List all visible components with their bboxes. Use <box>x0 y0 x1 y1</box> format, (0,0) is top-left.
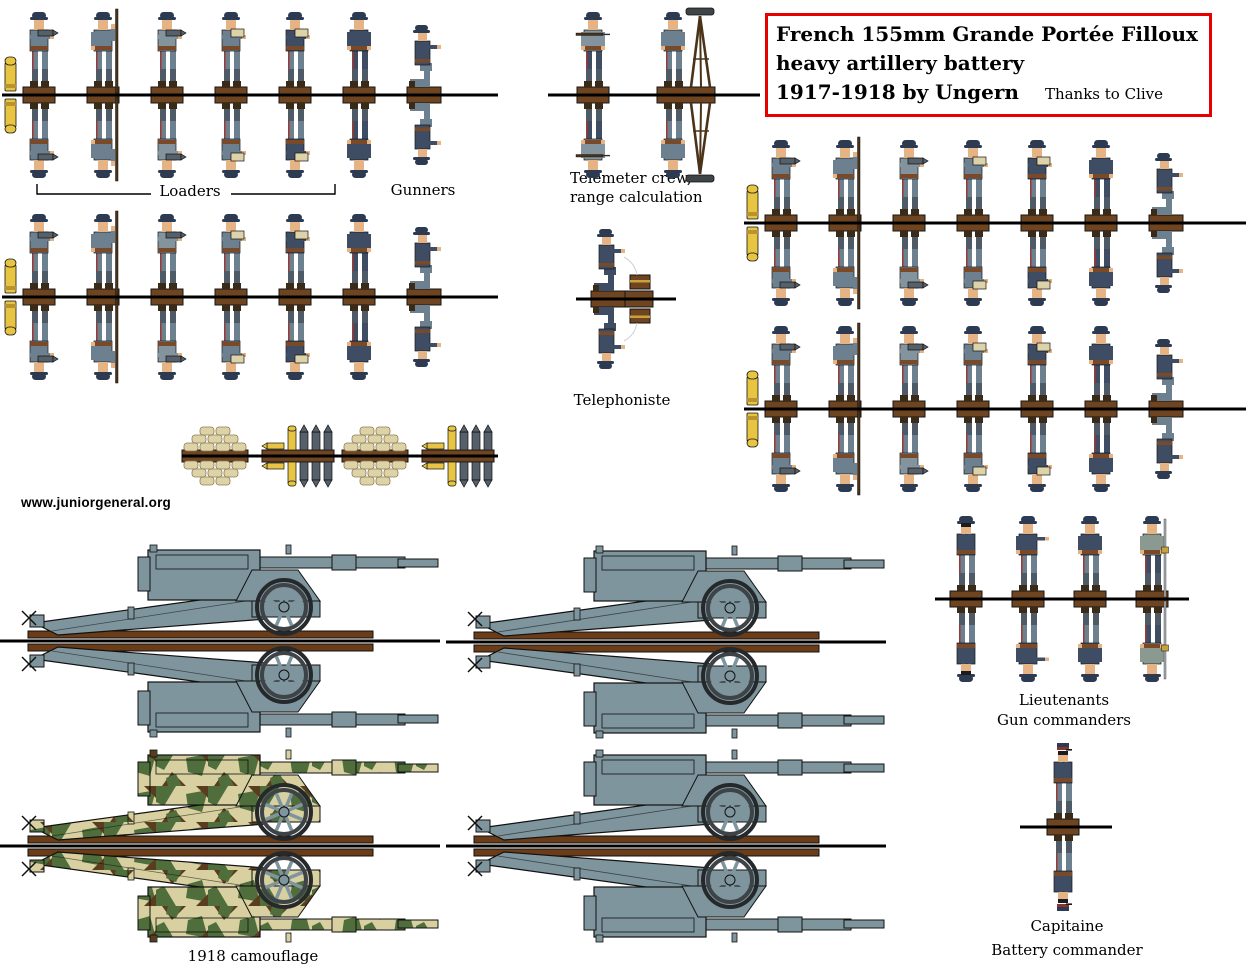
ammo-shells <box>261 424 335 457</box>
gun-bottom-right <box>446 749 886 944</box>
ammo-powder-charges <box>341 426 409 457</box>
title-credit: Thanks to Clive <box>1044 85 1164 103</box>
crew-row-right-1 <box>744 136 1246 310</box>
title-box: French 155mm Grande Portée Filloux heavy… <box>765 13 1212 117</box>
figure-rammer-pole <box>86 8 120 96</box>
figure-rammer-pole <box>86 210 120 298</box>
figure-shell-bearer <box>764 326 801 410</box>
ammunition-row <box>181 424 498 488</box>
telephoniste-label: Telephoniste <box>573 391 671 409</box>
figure-shell-bearer <box>892 140 929 224</box>
gunners-label: Gunners <box>390 181 456 199</box>
figure-gunner-kneeling <box>1148 339 1184 410</box>
figure-shell-bearer <box>22 214 59 298</box>
figure-charge-bearer <box>214 12 248 96</box>
figure-charge-bearer <box>956 326 990 410</box>
gun-top-right <box>446 545 886 740</box>
figure-shell-bearer <box>892 326 929 410</box>
telemeter-label-line1: Telemeter crew, <box>570 169 692 187</box>
figure-charge-bearer <box>214 214 248 298</box>
title-line-1: French 155mm Grande Portée Filloux <box>776 22 1198 46</box>
website-label: www.juniorgeneral.org <box>21 495 171 510</box>
loaders-gunners-row-1 <box>2 8 498 182</box>
battery-commander-label: Battery commander <box>991 941 1143 959</box>
figure-shell-bearer <box>764 140 801 224</box>
telemeter-crew <box>548 7 760 184</box>
camouflage-label: 1918 camouflage <box>187 947 319 965</box>
figure-binoculars <box>949 516 983 600</box>
figure-rammer-pole <box>828 136 862 224</box>
figure-gunner-kneeling <box>406 25 442 96</box>
figure-binoculars-kepi <box>1046 743 1080 828</box>
figure-charge-bearer <box>278 214 312 298</box>
capitaine-figure <box>1020 743 1112 912</box>
figure-gunner-kneeling <box>1148 153 1184 224</box>
ammo-shells <box>421 424 495 457</box>
figure-standing <box>1073 516 1107 600</box>
loaders-gunners-row-2 <box>2 210 498 384</box>
lieutenants-label: Lieutenants <box>1018 691 1110 709</box>
title-line-2: heavy artillery battery <box>776 51 1025 75</box>
ammo-powder-charges <box>181 426 249 457</box>
gun-commanders-label: Gun commanders <box>997 711 1131 729</box>
gun-top-left <box>0 544 440 739</box>
figure-charge-bearer <box>1020 140 1054 224</box>
loaders-label: Loaders <box>159 182 221 200</box>
lieutenants-group <box>935 516 1189 683</box>
figure-rangefinder-tripod <box>656 7 716 96</box>
telephoniste-figure <box>576 229 676 370</box>
figure-shell-bearer <box>150 12 187 96</box>
figure-charge-bearer <box>1020 326 1054 410</box>
figure-shell-bearer <box>22 12 59 96</box>
figure-gunner-kneeling <box>406 227 442 298</box>
figure-gunner-standing <box>1084 326 1118 410</box>
figure-gunner-standing <box>1084 140 1118 224</box>
figure-sword <box>1135 516 1169 600</box>
figure-pointing <box>1011 516 1049 600</box>
title-line-3: 1917-1918 by Ungern <box>776 80 1019 104</box>
capitaine-label: Capitaine <box>1030 917 1104 935</box>
figure-gunner-standing <box>342 214 376 298</box>
telemeter-label-line2: range calculation <box>570 188 703 206</box>
figure-rammer-pole <box>828 322 862 410</box>
figure-rifleman <box>575 12 610 96</box>
figure-kneeling-telephone <box>590 229 654 300</box>
gun-bottom-left <box>0 749 440 944</box>
loaders-bracket <box>36 184 336 195</box>
crew-row-right-2 <box>744 322 1246 496</box>
figure-charge-bearer <box>956 140 990 224</box>
figure-gunner-standing <box>342 12 376 96</box>
figure-shell-bearer <box>150 214 187 298</box>
figure-charge-bearer <box>278 12 312 96</box>
